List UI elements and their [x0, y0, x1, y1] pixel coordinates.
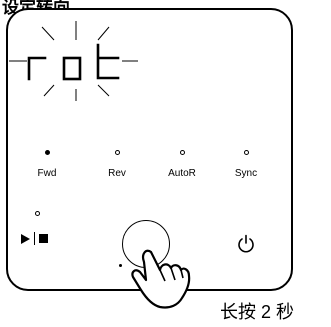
play-status-indicator	[35, 211, 40, 216]
mode-autor-label: AutoR	[168, 168, 196, 179]
mode-autor[interactable]: AutoR	[152, 150, 212, 180]
mode-autor-indicator	[179, 150, 185, 155]
mode-sync-label: Sync	[234, 168, 258, 179]
mode-rev-indicator	[114, 150, 120, 155]
mode-sync[interactable]: Sync	[216, 150, 276, 180]
play-stop-button[interactable]	[21, 232, 48, 245]
stop-icon	[39, 234, 48, 243]
display-text-rot	[27, 43, 120, 81]
caption: 长按 2 秒	[220, 302, 295, 322]
mode-rev[interactable]: Rev	[87, 150, 147, 180]
mode-fwd-indicator	[44, 150, 50, 155]
mode-rev-label: Rev	[108, 168, 126, 179]
mode-fwd-label: Fwd	[37, 168, 57, 179]
indicator-dot	[119, 264, 122, 267]
blink-rays	[9, 21, 138, 101]
power-icon[interactable]	[236, 234, 256, 254]
mode-fwd[interactable]: Fwd	[17, 150, 77, 180]
divider	[34, 232, 35, 245]
play-icon	[21, 233, 30, 244]
mode-sync-indicator	[243, 150, 249, 155]
